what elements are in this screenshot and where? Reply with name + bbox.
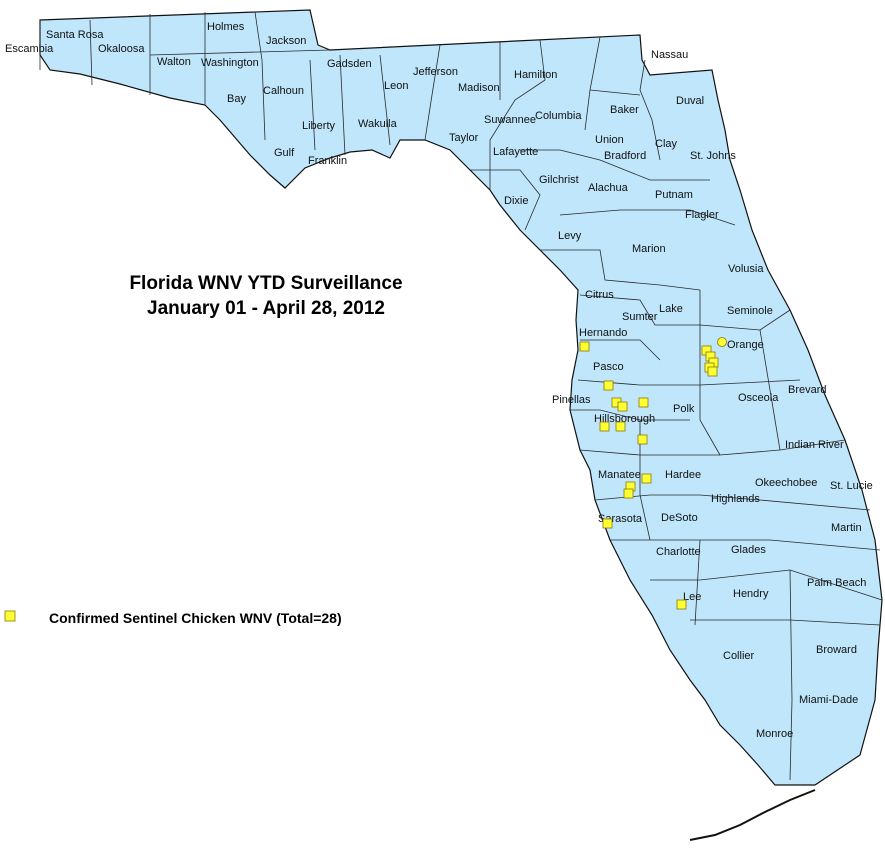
county-label: Washington <box>201 57 259 69</box>
wnv-site-marker <box>599 421 610 432</box>
wnv-site-marker <box>707 366 718 377</box>
county-label: Dixie <box>504 195 528 207</box>
county-label: Escambia <box>5 43 54 55</box>
county-label: Jackson <box>266 35 306 47</box>
title-line-1: Florida WNV YTD Surveillance <box>129 273 402 294</box>
county-label: Okeechobee <box>755 477 817 489</box>
county-label: Bay <box>227 93 246 105</box>
county-label: Taylor <box>449 132 479 144</box>
county-label: Collier <box>723 650 755 662</box>
county-label: Wakulla <box>358 118 398 130</box>
wnv-site-marker <box>641 473 652 484</box>
florida-keys <box>689 789 816 841</box>
county-label: Columbia <box>535 110 582 122</box>
county-label: Holmes <box>207 21 245 33</box>
county-label: Leon <box>384 80 408 92</box>
county-label: Manatee <box>598 469 641 481</box>
wnv-site-marker <box>615 421 626 432</box>
wnv-site-marker <box>579 341 590 352</box>
county-label: Martin <box>831 522 862 534</box>
county-label: Volusia <box>728 263 764 275</box>
county-label: Lee <box>683 591 701 603</box>
florida-landmass <box>39 9 883 786</box>
county-label: Seminole <box>727 305 773 317</box>
wnv-site-marker <box>617 401 628 412</box>
county-label: Liberty <box>302 120 336 132</box>
legend-label: Confirmed Sentinel Chicken WNV (Total=28… <box>49 610 342 626</box>
county-label: Marion <box>632 243 666 255</box>
county-label: Okaloosa <box>98 43 145 55</box>
wnv-sentinel-markers <box>579 337 727 610</box>
map-legend: Confirmed Sentinel Chicken WNV (Total=28… <box>4 610 342 626</box>
map-title: Florida WNV YTD Surveillance January 01 … <box>129 273 402 319</box>
county-label: Citrus <box>585 289 614 301</box>
county-label: Broward <box>816 644 857 656</box>
county-label: Gilchrist <box>539 174 579 186</box>
county-label: Charlotte <box>656 546 701 558</box>
county-label: St. Johns <box>690 150 736 162</box>
county-label: Flagler <box>685 209 719 221</box>
county-label: Duval <box>676 95 704 107</box>
county-label: Hendry <box>733 588 769 600</box>
county-label: DeSoto <box>661 512 698 524</box>
county-label: Gulf <box>274 147 295 159</box>
county-label: Baker <box>610 104 639 116</box>
county-label: Hamilton <box>514 69 557 81</box>
wnv-site-marker <box>637 434 648 445</box>
county-label: Walton <box>157 56 191 68</box>
county-label: Union <box>595 134 624 146</box>
county-label: Alachua <box>588 182 629 194</box>
county-label: Franklin <box>308 155 347 167</box>
wnv-site-marker <box>623 488 634 499</box>
county-label: Hardee <box>665 469 701 481</box>
county-label: Sumter <box>622 311 658 323</box>
county-label: Polk <box>673 403 695 415</box>
county-label: Glades <box>731 544 766 556</box>
county-label: Clay <box>655 138 678 150</box>
county-label: Orange <box>727 339 764 351</box>
county-label: Santa Rosa <box>46 29 104 41</box>
county-label: Miami-Dade <box>799 694 858 706</box>
county-label: Lafayette <box>493 146 538 158</box>
county-label: Palm Beach <box>807 577 866 589</box>
county-label: Osceola <box>738 392 779 404</box>
county-label: Madison <box>458 82 500 94</box>
wnv-site-marker <box>603 380 614 391</box>
wnv-site-marker <box>638 397 649 408</box>
county-label: Lake <box>659 303 683 315</box>
wnv-site-marker <box>676 599 687 610</box>
county-label: Pinellas <box>552 394 591 406</box>
county-label: Suwannee <box>484 114 536 126</box>
county-label: Indian River <box>785 439 844 451</box>
county-label: Highlands <box>711 493 760 505</box>
wnv-site-marker <box>602 518 613 529</box>
county-label: Hernando <box>579 327 627 339</box>
county-label: Jefferson <box>413 66 458 78</box>
county-label: Bradford <box>604 150 646 162</box>
county-label: Pasco <box>593 361 624 373</box>
county-label: Brevard <box>788 384 827 396</box>
county-labels: Santa Rosa Escambia Okaloosa Holmes Jack… <box>5 21 873 740</box>
county-label: Levy <box>558 230 582 242</box>
county-label: Calhoun <box>263 85 304 97</box>
title-line-2: January 01 - April 28, 2012 <box>147 298 385 319</box>
county-label: Nassau <box>651 49 688 61</box>
county-label: Gadsden <box>327 58 372 70</box>
wnv-site-marker <box>717 337 727 347</box>
county-label: Putnam <box>655 189 693 201</box>
county-label: Monroe <box>756 728 793 740</box>
county-label: St. Lucie <box>830 480 873 492</box>
yellow-square-icon <box>4 610 16 622</box>
